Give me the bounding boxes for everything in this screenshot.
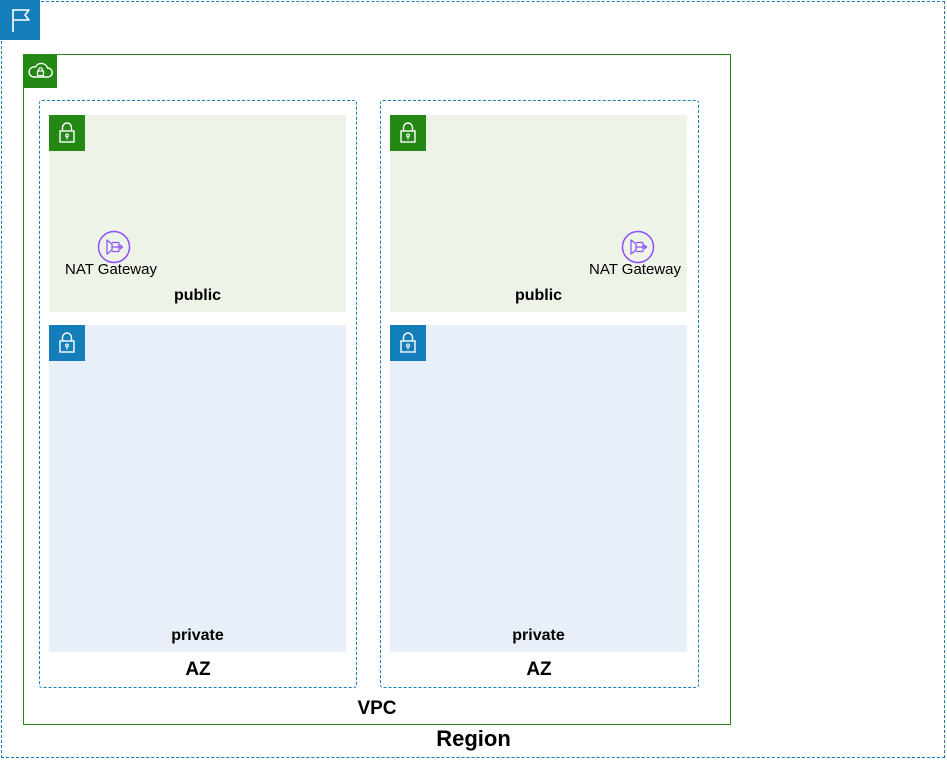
private-subnet-lock-icon <box>390 325 426 361</box>
private-subnet-1 <box>49 325 346 652</box>
private-subnet-label: private <box>512 627 565 644</box>
vpc-group <box>23 54 731 725</box>
public-subnet-label: public <box>514 287 563 304</box>
public-subnet-label: public <box>173 287 222 304</box>
public-subnet-2 <box>390 115 687 312</box>
nat-gateway-icon <box>97 230 131 264</box>
nat-gateway-icon <box>621 230 655 264</box>
availability-zone-2 <box>380 100 699 688</box>
nat-gateway-label: NAT Gateway <box>65 261 157 278</box>
vpc-cloud-lock-icon <box>23 54 57 88</box>
public-subnet-1 <box>49 115 346 312</box>
nat-gateway-label: NAT Gateway <box>589 261 681 278</box>
availability-zone-1 <box>39 100 357 688</box>
region-label: Region <box>436 726 511 751</box>
region-flag-icon <box>0 0 40 40</box>
private-subnet-2 <box>390 325 687 652</box>
public-subnet-lock-icon <box>49 115 85 151</box>
az-label: AZ <box>185 659 211 680</box>
public-subnet-lock-icon <box>390 115 426 151</box>
vpc-label: VPC <box>357 698 397 719</box>
private-subnet-lock-icon <box>49 325 85 361</box>
private-subnet-label: private <box>171 627 224 644</box>
az-label: AZ <box>526 659 552 680</box>
